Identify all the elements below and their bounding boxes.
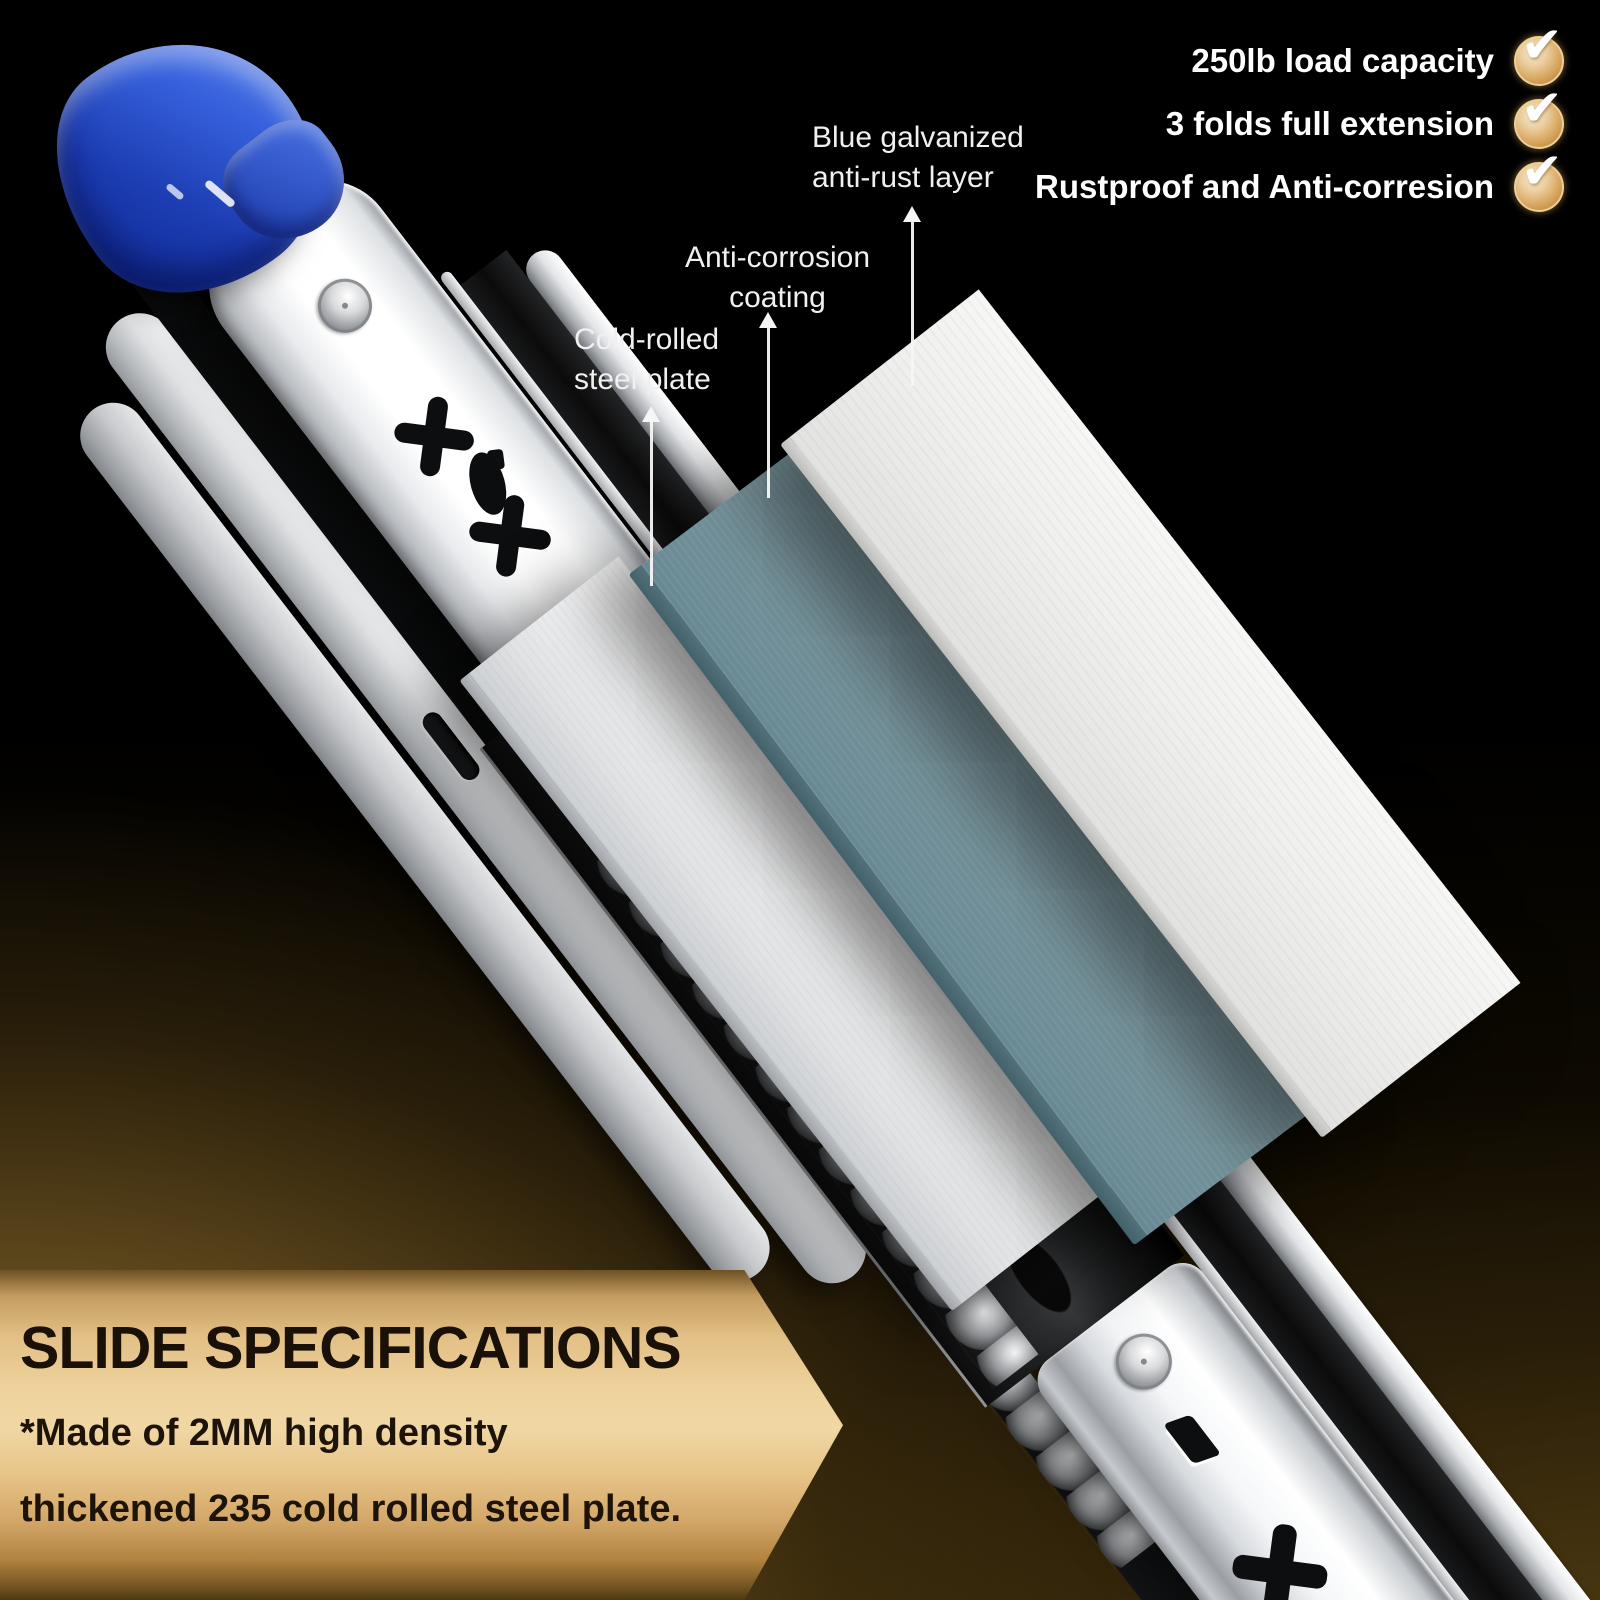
specifications-banner: SLIDE SPECIFICATIONS *Made of 2MM high d… (0, 1270, 843, 1600)
checkmark-icon: ✔ (1521, 143, 1563, 199)
banner-title: SLIDE SPECIFICATIONS (20, 1315, 682, 1381)
callout-line: Blue galvanized (812, 121, 1024, 154)
callout-arrow-cold-rolled (642, 406, 660, 586)
callout-arrow-blue-galvanized (903, 206, 921, 386)
banner-note-line2: thickened 235 cold rolled steel plate. (20, 1488, 682, 1530)
feature-label: 3 folds full extension (1165, 105, 1494, 142)
callout-line: anti-rust layer (812, 161, 994, 194)
feature-list: 250lb load capacity ✔ 3 folds full exten… (1035, 20, 1564, 212)
callout-line: steel plate (574, 363, 711, 396)
callout-anti-corrosion: Anti-corrosion coating (660, 238, 895, 318)
check-badge-icon: ✔ (1514, 83, 1564, 149)
arrow-line (766, 324, 770, 498)
arrow-up-icon (642, 406, 660, 422)
callout-line: Anti-corrosion (684, 241, 871, 274)
arrow-up-icon (903, 206, 921, 222)
feature-row: Rustproof and Anti-corresion ✔ (1035, 146, 1564, 212)
arrow-line (910, 218, 914, 386)
arrow-up-icon (759, 312, 777, 328)
callout-line: coating (729, 281, 826, 314)
callout-cold-rolled: Cold-rolled steel plate (574, 320, 774, 400)
banner-note-line1: *Made of 2MM high density (20, 1412, 508, 1454)
feature-row: 3 folds full extension ✔ (1165, 83, 1564, 149)
feature-label: Rustproof and Anti-corresion (1035, 168, 1494, 205)
arrow-line (649, 418, 653, 586)
callout-blue-galvanized: Blue galvanized anti-rust layer (812, 118, 1092, 198)
feature-row: 250lb load capacity ✔ (1191, 20, 1564, 86)
check-badge-icon: ✔ (1514, 146, 1564, 212)
check-badge-icon: ✔ (1514, 20, 1564, 86)
callout-arrow-anti-corrosion (759, 312, 777, 498)
checkmark-icon: ✔ (1521, 17, 1563, 73)
checkmark-icon: ✔ (1521, 80, 1563, 136)
callout-line: Cold-rolled (574, 323, 720, 356)
feature-label: 250lb load capacity (1191, 42, 1494, 79)
